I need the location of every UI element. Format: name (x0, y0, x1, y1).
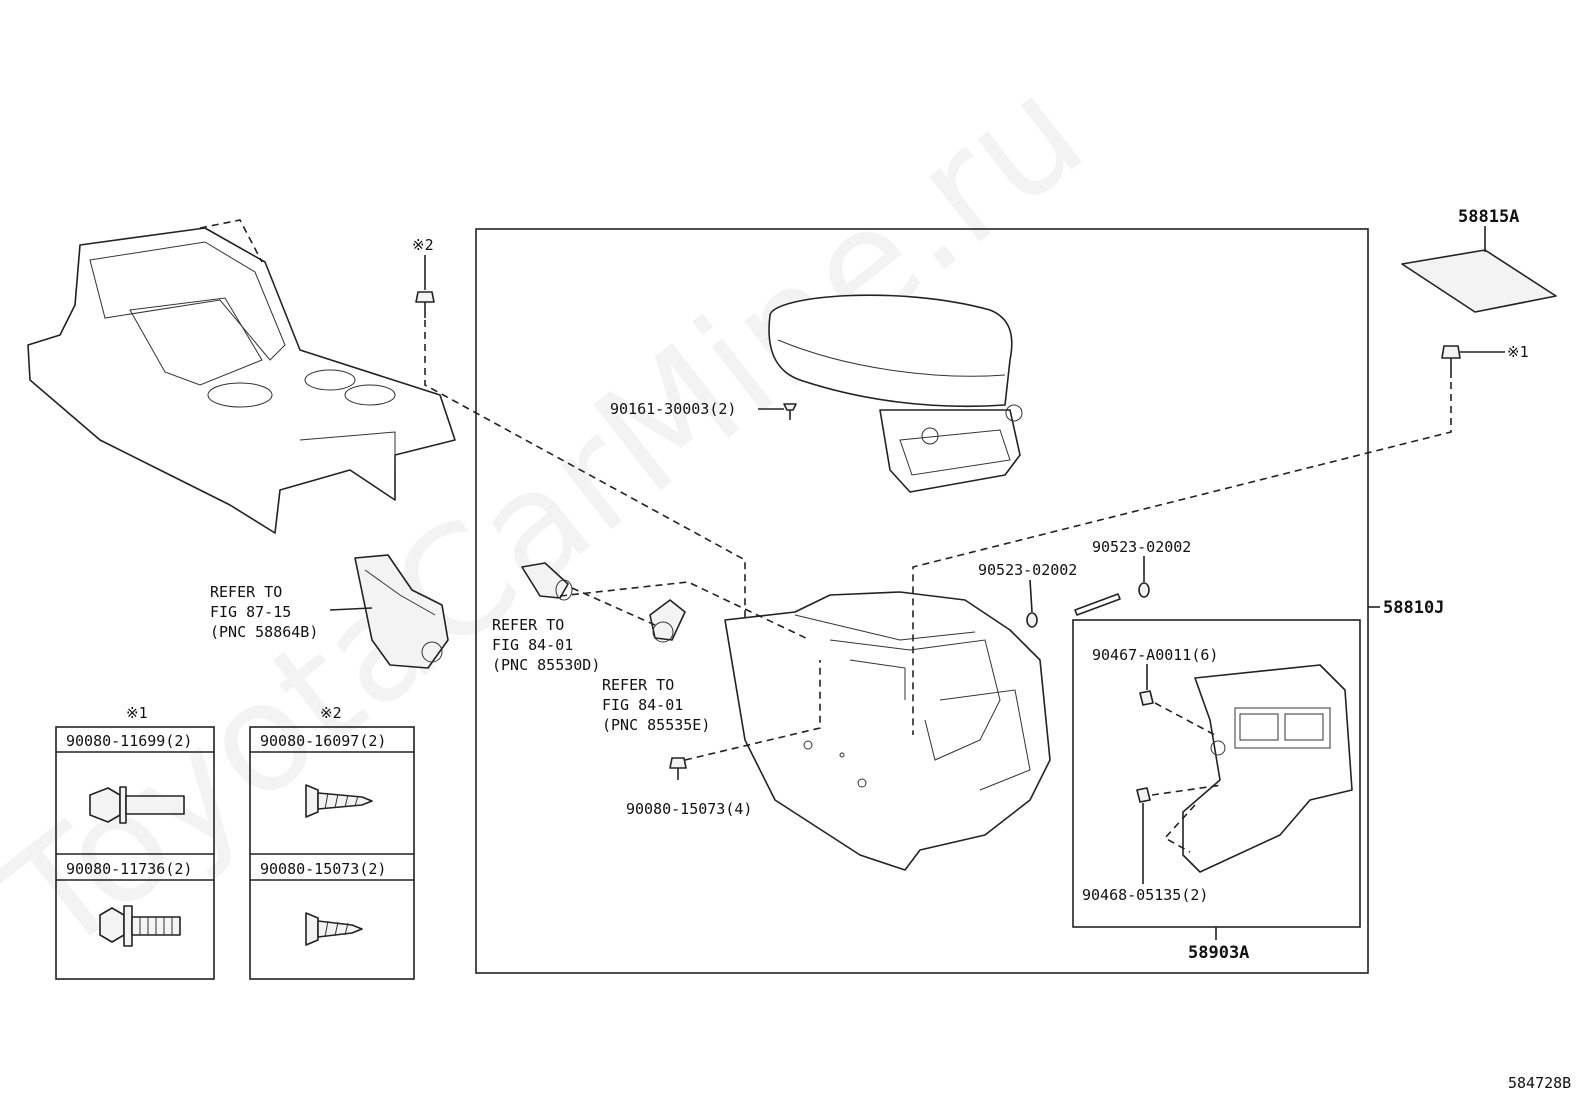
legend-part-90080-15073: 90080-15073(2) (260, 860, 386, 878)
lighter-illustration (521, 562, 573, 601)
socket-illustration (649, 599, 686, 643)
svg-text:REFER TO: REFER TO (602, 676, 674, 694)
clip-icon-90467 (1139, 690, 1154, 706)
legend-part-90080-11736: 90080-11736(2) (66, 860, 192, 878)
mark-1-top: ※1 (1507, 343, 1529, 361)
callout-58815A: 58815A (1458, 207, 1519, 227)
callout-90467-A0011: 90467-A0011(6) (1092, 646, 1218, 664)
armrest-lid-illustration (768, 294, 1023, 493)
clip-icon-90523-a (1026, 612, 1038, 628)
svg-text:FIG 84-01: FIG 84-01 (492, 636, 573, 654)
bolt-icon-mark2 (415, 291, 435, 318)
legend-table-mark2: ※2 90080-16097(2) 90080-15073(2) (249, 704, 415, 980)
refer-note-2: REFER TO FIG 84-01 (PNC 85530D) (492, 616, 600, 674)
svg-text:(PNC 58864B): (PNC 58864B) (210, 623, 318, 641)
svg-text:REFER TO: REFER TO (492, 616, 564, 634)
legend-part-90080-16097: 90080-16097(2) (260, 732, 386, 750)
callout-58810J: 58810J (1383, 598, 1444, 618)
upper-console-illustration (27, 219, 456, 534)
svg-text:(PNC 85530D): (PNC 85530D) (492, 656, 600, 674)
svg-text:REFER TO: REFER TO (210, 583, 282, 601)
callout-58903A: 58903A (1188, 943, 1249, 963)
bolt-icon-legend-11699 (89, 786, 185, 824)
svg-text:FIG 84-01: FIG 84-01 (602, 696, 683, 714)
legend-mark-2: ※2 (320, 704, 342, 722)
callout-90523-b: 90523-02002 (1092, 538, 1191, 556)
clip-icon-90523-b (1138, 582, 1150, 598)
mat-illustration-58815A (1401, 249, 1557, 313)
rear-vent-panel-illustration (1182, 664, 1353, 873)
refer-note-3: REFER TO FIG 84-01 (PNC 85535E) (602, 676, 710, 734)
console-box-illustration (724, 591, 1051, 871)
screw-icon-90161 (783, 403, 797, 420)
callout-90080-15073: 90080-15073(4) (626, 800, 752, 818)
legend-part-90080-11699: 90080-11699(2) (66, 732, 192, 750)
svg-text:FIG 87-15: FIG 87-15 (210, 603, 291, 621)
screw-icon-legend-16097 (305, 784, 373, 818)
callout-90468-05135: 90468-05135(2) (1082, 886, 1208, 904)
bolt-icon-mark1 (1441, 345, 1461, 378)
callout-90161-30003: 90161-30003(2) (610, 400, 736, 418)
callout-90523-a: 90523-02002 (978, 561, 1077, 579)
shifter-cover-illustration (354, 554, 449, 669)
legend-table-mark1: ※1 90080-11699(2) 90080-11736(2) (55, 704, 215, 980)
clip-icon-90468 (1136, 787, 1151, 803)
refer-note-1: REFER TO FIG 87-15 (PNC 58864B) (210, 583, 318, 641)
watermark: ToyotaCarMine.ru (0, 44, 1115, 988)
assembly-box-58810J (475, 228, 1369, 974)
figure-id: 584728B (1508, 1074, 1571, 1092)
bolt-icon-90080-15073 (669, 757, 687, 780)
mark-2-top: ※2 (412, 236, 434, 254)
svg-text:(PNC 85535E): (PNC 85535E) (602, 716, 710, 734)
screw-icon-legend-15073 (305, 912, 363, 946)
bolt-icon-legend-11736 (99, 905, 181, 947)
legend-mark-1: ※1 (126, 704, 148, 722)
